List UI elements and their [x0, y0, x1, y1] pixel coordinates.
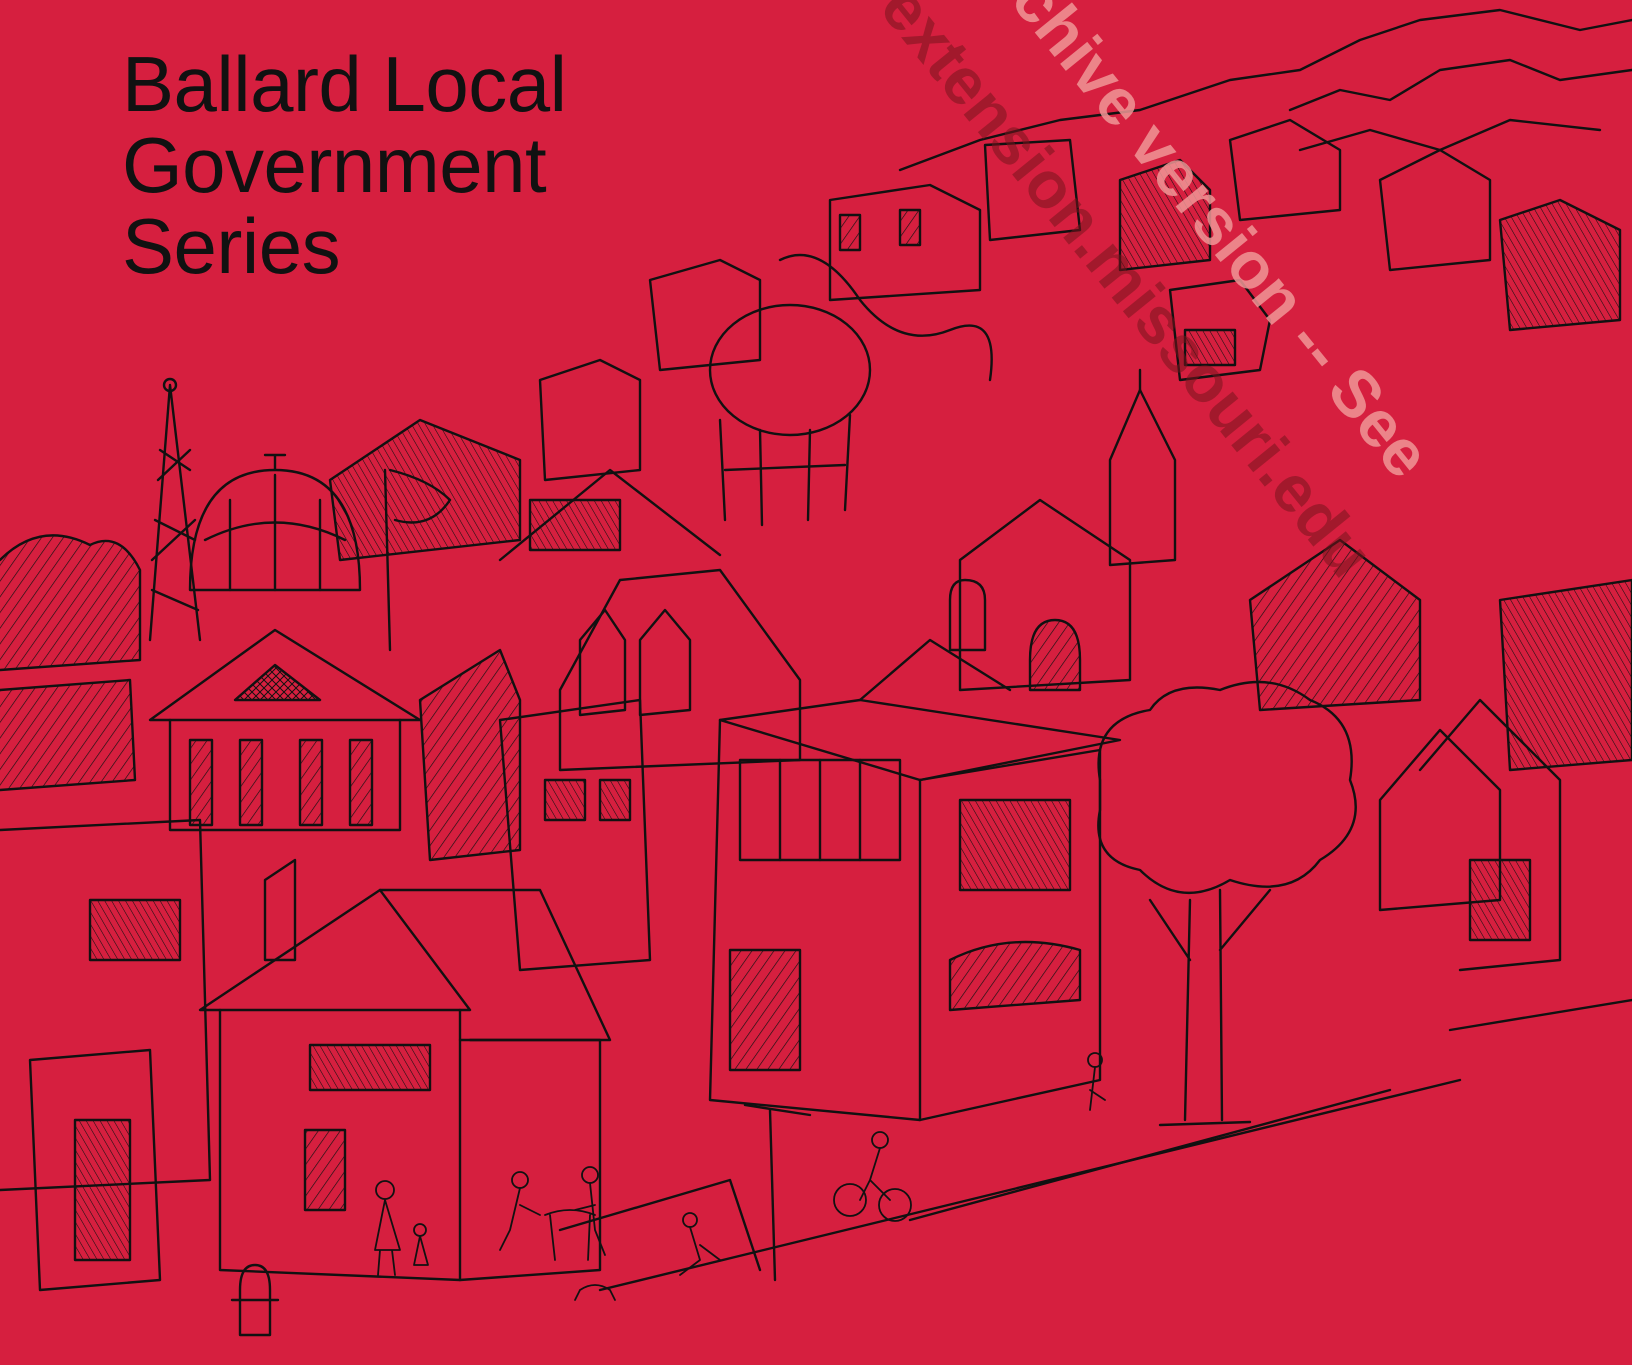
mid-buildings — [328, 258, 762, 972]
water-tower — [708, 303, 872, 527]
hill-road — [778, 253, 993, 382]
title-line-3: Series — [122, 202, 341, 290]
church — [948, 368, 1177, 692]
series-title: Ballard Local Government Series — [122, 40, 567, 290]
title-line-2: Government — [122, 121, 547, 209]
capitol-building — [148, 453, 422, 832]
hills — [898, 8, 1632, 172]
porch-house — [198, 858, 612, 1282]
upper-houses — [828, 118, 1622, 382]
streets — [558, 1078, 1462, 1292]
title-line-1: Ballard Local — [122, 40, 567, 128]
dormer-house — [498, 468, 802, 772]
corner-building — [708, 638, 1122, 1122]
left-buildings — [0, 534, 212, 1292]
radio-tower — [148, 377, 202, 642]
fire-hydrant — [230, 1263, 280, 1337]
right-houses — [1248, 538, 1632, 1032]
street-tree — [1097, 680, 1357, 1127]
people — [374, 1052, 1106, 1301]
